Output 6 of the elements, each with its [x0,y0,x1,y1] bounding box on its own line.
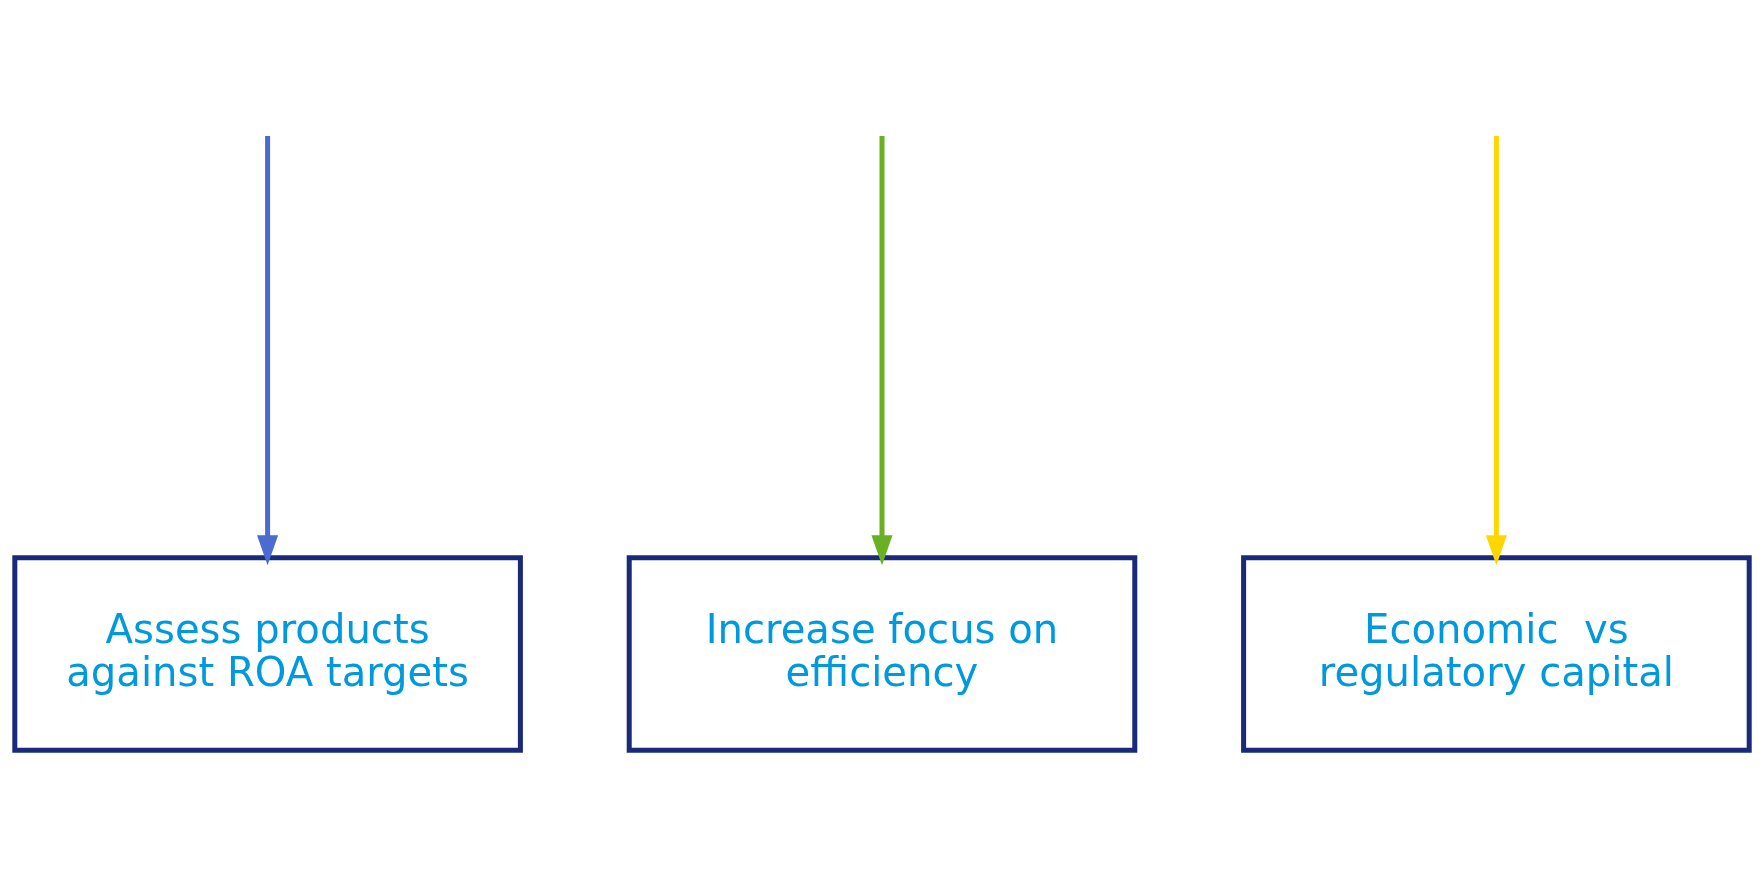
arrow [871,135,893,565]
node-box: Assess products against ROA targets [12,554,523,753]
arrow [257,135,279,565]
node-box: Economic vs regulatory capital [1241,554,1752,753]
node-box: Increase focus on efficiency [626,554,1138,753]
arrow [1485,135,1507,565]
